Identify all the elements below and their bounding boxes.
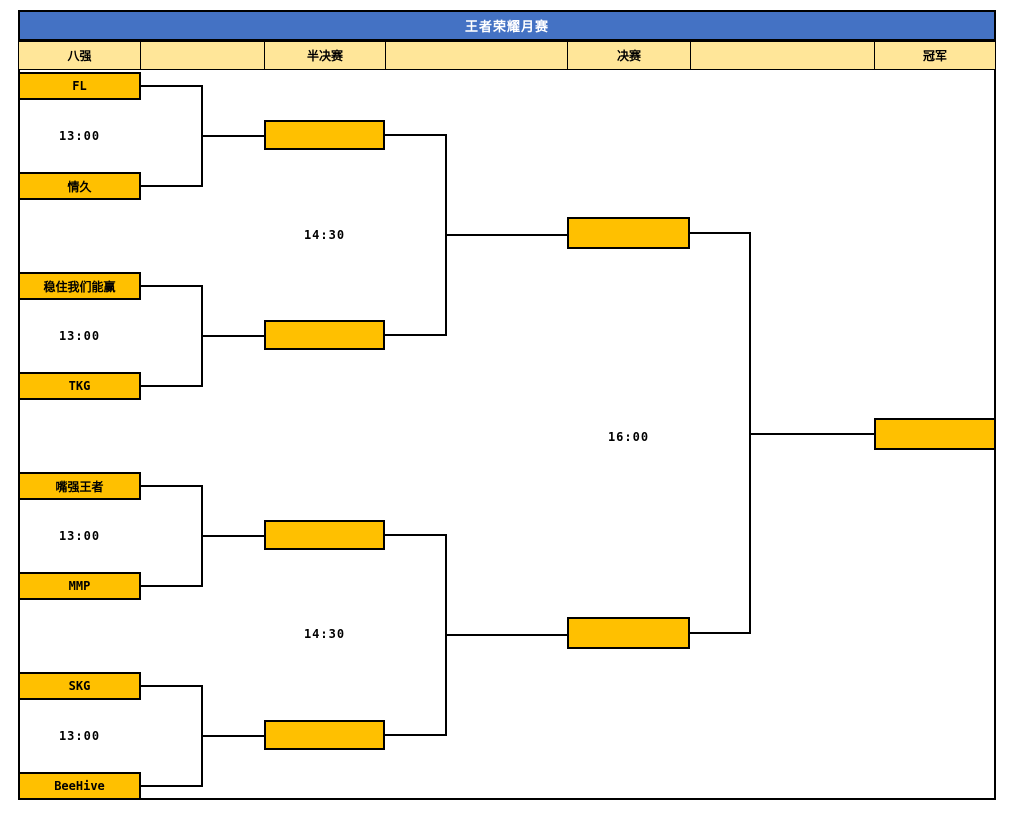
match-time: 13:00 <box>58 729 101 743</box>
table-border-bottom <box>18 798 996 800</box>
match-time: 13:00 <box>58 329 101 343</box>
match-time: 13:00 <box>58 129 101 143</box>
connector-line <box>141 85 203 87</box>
team-slot[interactable]: 稳住我们能赢 <box>18 272 141 300</box>
connector-line <box>445 634 567 636</box>
semifinal-slot[interactable] <box>264 720 385 750</box>
team-slot[interactable]: SKG <box>18 672 141 700</box>
connector-line <box>749 433 875 435</box>
connector-line <box>201 535 264 537</box>
header-cell-semifinals: 半决赛 <box>264 41 386 70</box>
team-slot[interactable]: TKG <box>18 372 141 400</box>
match-time: 14:30 <box>303 627 346 641</box>
tournament-title: 王者荣耀月赛 <box>18 10 996 41</box>
connector-line <box>385 134 447 136</box>
team-slot[interactable]: 嘴强王者 <box>18 472 141 500</box>
team-slot[interactable]: BeeHive <box>18 772 141 800</box>
final-slot[interactable] <box>567 217 690 249</box>
table-border-left <box>18 70 20 800</box>
match-time: 16:00 <box>607 430 650 444</box>
connector-line <box>385 534 447 536</box>
connector-line <box>141 685 203 687</box>
team-slot[interactable]: 情久 <box>18 172 141 200</box>
header-cell-empty <box>690 41 875 70</box>
connector-line <box>690 632 751 634</box>
connector-line <box>690 232 751 234</box>
header-cell-quarterfinals: 八强 <box>18 41 141 70</box>
header-cell-empty <box>385 41 568 70</box>
semifinal-slot[interactable] <box>264 120 385 150</box>
connector-line <box>141 185 203 187</box>
semifinal-slot[interactable] <box>264 520 385 550</box>
connector-line <box>141 385 203 387</box>
final-slot[interactable] <box>567 617 690 649</box>
connector-line <box>141 585 203 587</box>
connector-line <box>141 285 203 287</box>
header-cell-finals: 决赛 <box>567 41 691 70</box>
match-time: 13:00 <box>58 529 101 543</box>
match-time: 14:30 <box>303 228 346 242</box>
team-slot[interactable]: MMP <box>18 572 141 600</box>
connector-line <box>445 234 567 236</box>
header-cell-empty <box>140 41 265 70</box>
connector-line <box>201 335 264 337</box>
champion-slot[interactable] <box>874 418 996 450</box>
semifinal-slot[interactable] <box>264 320 385 350</box>
connector-line <box>141 485 203 487</box>
connector-line <box>385 734 447 736</box>
header-cell-champion: 冠军 <box>874 41 996 70</box>
team-slot[interactable]: FL <box>18 72 141 100</box>
connector-line <box>201 135 264 137</box>
connector-line <box>201 735 264 737</box>
connector-line <box>385 334 447 336</box>
connector-line <box>141 785 203 787</box>
